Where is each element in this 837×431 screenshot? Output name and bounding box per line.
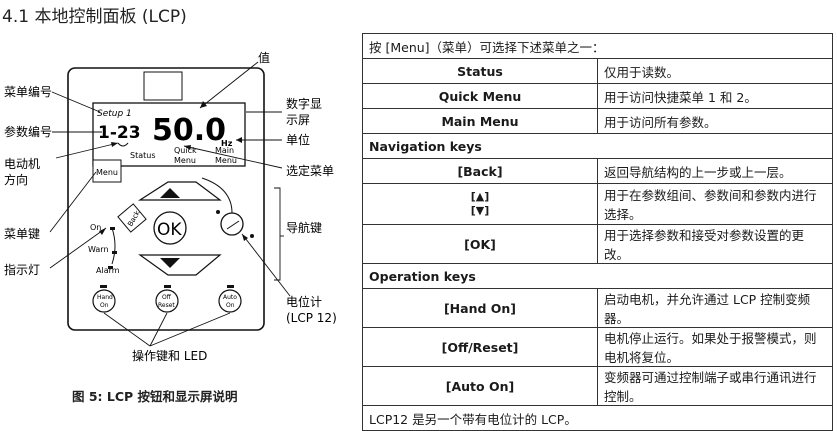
key-cell: Status	[362, 58, 598, 84]
label-menu-number: 菜单编号	[4, 84, 52, 99]
menu-key-label: Menu	[96, 168, 118, 177]
label-potentiometer: 电位计(LCP 12)	[286, 294, 337, 325]
back-button	[117, 203, 147, 233]
desc-cell: 电机停止运行。如果处于报警模式，则电机将复位。	[597, 327, 833, 367]
table-row: [Off/Reset]电机停止运行。如果处于报警模式，则电机将复位。	[362, 327, 833, 367]
label-motor-direction: 电动机方向	[4, 157, 40, 187]
label-op-keys: 操作键和 LED	[132, 348, 207, 363]
label-nav-keys: 导航键	[286, 220, 322, 235]
label-param-number: 参数编号	[4, 124, 52, 139]
desc-cell: 用于选择参数和接受对参数设置的更改。	[597, 224, 833, 264]
key-cell: [Off/Reset]	[362, 327, 598, 367]
key-cell: [Back]	[362, 158, 598, 184]
label-display: 数字显示屏	[286, 96, 322, 127]
section-row: Navigation keys	[362, 133, 833, 159]
label-value: 值	[258, 50, 270, 65]
screen-menu-status: Status	[130, 151, 156, 160]
menu-key	[92, 159, 122, 183]
potentiometer	[220, 212, 244, 236]
hand-on-button	[92, 289, 116, 313]
desc-cell: 仅用于读数。	[597, 58, 833, 84]
table-row: [Auto On]变频器可通过控制端子或串行通讯进行控制。	[362, 366, 833, 406]
led-alarm-label: Alarm	[96, 266, 120, 275]
label-menu-key: 菜单键	[4, 227, 40, 241]
down-arrow-button	[138, 254, 222, 276]
led-warn-label: Warn	[88, 245, 109, 254]
table-row: [▲][▼]用于在参数组间、参数间和参数内进行选择。	[362, 183, 833, 225]
table-row: [OK]用于选择参数和接受对参数设置的更改。	[362, 224, 833, 264]
table-row: [Hand On]启动电机，并允许通过 LCP 控制变频器。	[362, 288, 833, 328]
key-cell: Quick Menu	[362, 83, 598, 109]
unit-readout: Hz	[221, 139, 233, 148]
desc-cell: 用于访问所有参数。	[597, 108, 833, 134]
display-screen	[92, 102, 246, 167]
ok-button	[153, 211, 187, 245]
value-readout: 50.0	[152, 113, 226, 148]
label-indicator: 指示灯	[4, 262, 40, 277]
led-on-label: On	[90, 223, 101, 232]
off-reset-button	[155, 289, 179, 313]
key-cell: [Auto On]	[362, 366, 598, 406]
label-unit: 单位	[286, 132, 310, 147]
down-arrow-icon	[160, 258, 180, 268]
auto-on-button	[218, 289, 242, 313]
key-cell: [▲][▼]	[362, 183, 598, 225]
up-arrow-button	[137, 181, 222, 201]
section-title: Navigation keys	[362, 133, 833, 159]
figure-caption: 图 5: LCP 按钮和显示屏说明	[72, 389, 238, 404]
panel-top-slot	[143, 71, 183, 101]
table-header-row: 按 [Menu]（菜单）可选择下述菜单之一：	[362, 33, 833, 59]
key-cell: Main Menu	[362, 108, 598, 134]
table-footer-row: LCP12 是另一个带有电位计的 LCP。	[362, 405, 833, 431]
label-selected-menu: 选定菜单	[286, 163, 334, 178]
direction-indicator	[117, 142, 129, 147]
section-heading: 4.1 本地控制面板 (LCP)	[2, 7, 187, 27]
desc-cell: 用于访问快捷菜单 1 和 2。	[597, 83, 833, 109]
desc-cell: 启动电机，并允许通过 LCP 控制变频器。	[597, 288, 833, 328]
table-header: 按 [Menu]（菜单）可选择下述菜单之一：	[362, 33, 833, 59]
desc-cell: 变频器可通过控制端子或串行通讯进行控制。	[597, 366, 833, 406]
ok-button-label: OK	[157, 220, 182, 240]
table-row: [Back]返回导航结构的上一步或上一层。	[362, 158, 833, 184]
section-row: Operation keys	[362, 263, 833, 289]
key-cell: [OK]	[362, 224, 598, 264]
key-cell: [Hand On]	[362, 288, 598, 328]
setup-label: Setup 1	[97, 109, 132, 119]
desc-cell: 用于在参数组间、参数间和参数内进行选择。	[597, 183, 833, 225]
param-readout: 1-23	[98, 123, 141, 143]
table-footer: LCP12 是另一个带有电位计的 LCP。	[362, 405, 833, 431]
up-arrow-icon	[160, 188, 180, 198]
desc-cell: 返回导航结构的上一步或上一层。	[597, 158, 833, 184]
section-title: Operation keys	[362, 263, 833, 289]
